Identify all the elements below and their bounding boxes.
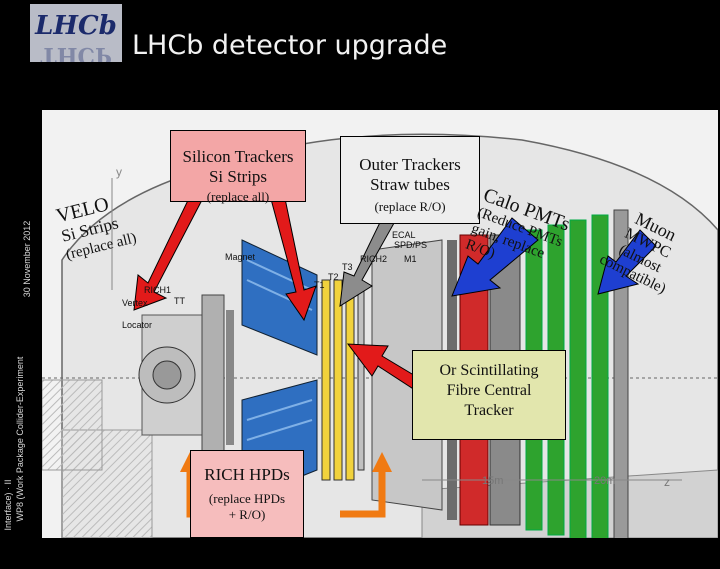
detector-diagram: y [42, 110, 718, 538]
outer-title-1: Outer Trackers [359, 155, 461, 174]
callout-silicon-trackers: Silicon Trackers Si Strips (replace all) [170, 130, 306, 204]
lhcb-logo: LHCb THCP [30, 4, 122, 68]
arrow-outer [339, 209, 399, 307]
ecal-label: ECAL [392, 230, 416, 240]
rich2-label: RICH2 [360, 254, 388, 264]
arrow-rich-head-right [372, 452, 392, 472]
t2-label: T2 [328, 272, 339, 282]
m1-label: M1 [404, 254, 417, 264]
silicon-title-1: Silicon Trackers [182, 147, 294, 166]
locator-label: Locator [122, 320, 153, 330]
magnet-label: Magnet [225, 252, 256, 262]
t1-label: T1 [314, 280, 325, 290]
rich-note-2: + R/O) [228, 507, 266, 522]
scifi-line-1: Or Scintillating [439, 362, 539, 379]
scifi-line-2: Fibre Central [446, 382, 532, 399]
z-axis-label: z [664, 475, 670, 489]
spd-label: SPD/PS [394, 240, 428, 250]
rich-title: RICH HPDs [204, 465, 290, 484]
outer-note: (replace R/O) [374, 199, 446, 214]
tt-plane [226, 310, 234, 445]
silicon-note: (replace all) [206, 189, 270, 204]
rich1-label: RICH1 [144, 285, 172, 295]
velo-region [138, 294, 234, 461]
footer-workpackage-line2: Interface) · II [3, 479, 13, 531]
callout-rich-hpds: RICH HPDs (replace HPDs + R/O) [190, 450, 304, 538]
silicon-title-2: Si Strips [208, 167, 268, 186]
scale-15m: 15m [482, 475, 503, 487]
footer-date: 30 November 2012 [22, 220, 32, 298]
tt-label: TT [174, 296, 185, 306]
footer-workpackage: WP8 (Work Package Collider-Experiment [15, 356, 25, 522]
vertex-label: Vertex [122, 298, 148, 308]
arrow-silicon-left [133, 191, 203, 311]
arrow-scifi [346, 343, 423, 393]
y-axis-label: y [116, 165, 122, 179]
scale-20m: 20m [594, 475, 615, 487]
rich-note-1: (replace HPDs [208, 491, 286, 506]
logo-text-top: LHCb [34, 11, 117, 41]
page-title: LHCb detector upgrade [132, 30, 448, 61]
shield-wall [42, 379, 103, 471]
arrow-muon [597, 229, 657, 295]
t3-label: T3 [342, 262, 353, 272]
arrow-calo [451, 217, 539, 297]
scifi-line-3: Tracker [464, 402, 514, 419]
callout-scifi-tracker: Or Scintillating Fibre Central Tracker [412, 350, 566, 440]
outer-title-2: Straw tubes [370, 175, 450, 194]
rich1-block [201, 294, 225, 461]
callout-outer-trackers: Outer Trackers Straw tubes (replace R/O) [340, 136, 480, 224]
logo-text-reflection: THCP [40, 42, 111, 62]
